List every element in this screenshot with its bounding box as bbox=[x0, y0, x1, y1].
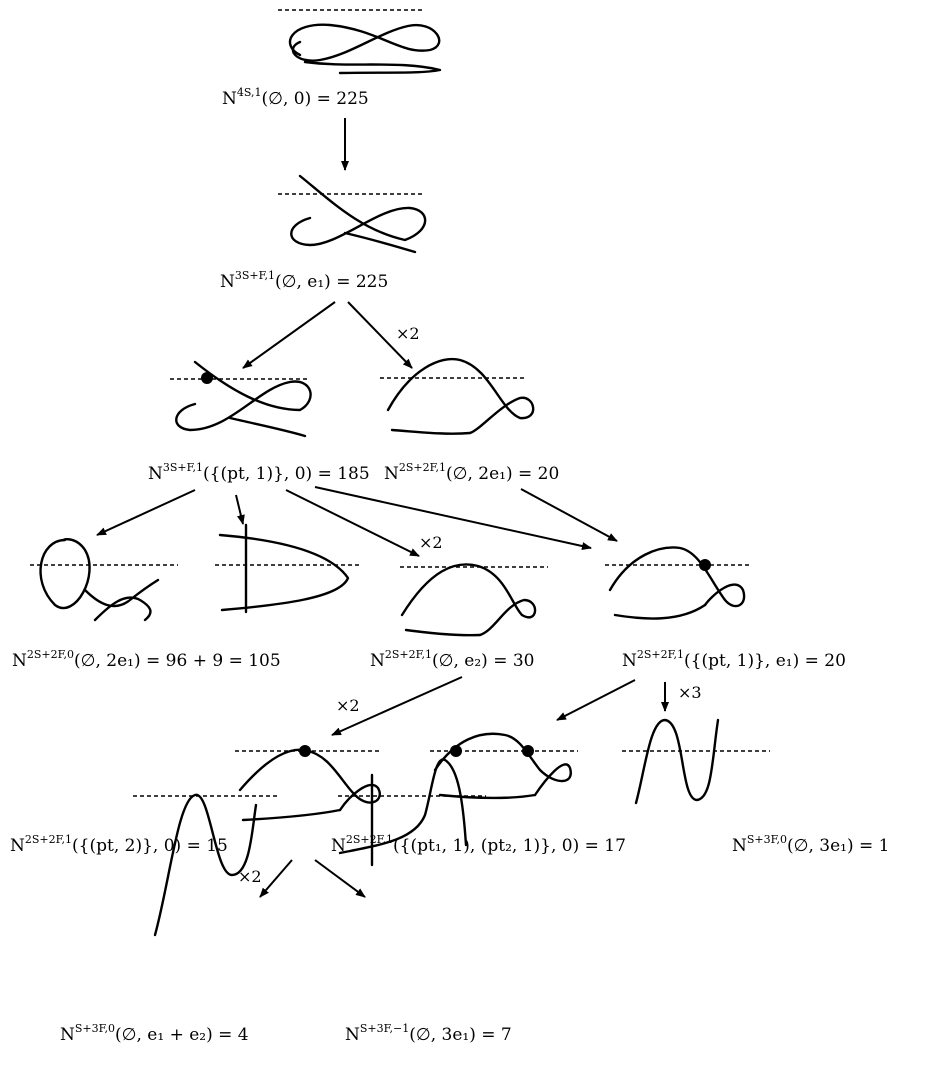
label-n3: N3S+F,1({(pt, 1)}, 0) = 185 bbox=[148, 461, 370, 484]
multiplier-n6: ×2 bbox=[419, 533, 443, 552]
multiplier-n8: ×2 bbox=[336, 696, 360, 715]
curve-n1 bbox=[278, 9, 442, 75]
marked-point bbox=[522, 745, 534, 757]
label-n7: N2S+2F,1({(pt, 1)}, e₁) = 20 bbox=[622, 648, 846, 671]
curve-n5b bbox=[215, 523, 362, 614]
multiplier-n10: ×3 bbox=[678, 683, 702, 702]
label-n4: N2S+2F,1(∅, 2e₁) = 20 bbox=[384, 461, 560, 484]
curve-n7 bbox=[605, 546, 752, 620]
curve-n9 bbox=[430, 732, 578, 800]
label-n11: NS+3F,0(∅, e₁ + e₂) = 4 bbox=[60, 1022, 249, 1045]
marked-point bbox=[201, 372, 213, 384]
label-n5: N2S+2F,0(∅, 2e₁) = 96 + 9 = 105 bbox=[12, 648, 281, 671]
marked-point bbox=[699, 559, 711, 571]
curve-n11 bbox=[133, 793, 280, 937]
curve-n5 bbox=[30, 538, 178, 622]
curve-n10 bbox=[622, 718, 770, 805]
marked-point bbox=[450, 745, 462, 757]
edges bbox=[96, 118, 669, 898]
label-n12: NS+3F,−1(∅, 3e₁) = 7 bbox=[345, 1022, 512, 1045]
curve-n12 bbox=[338, 758, 486, 867]
curve-n6 bbox=[400, 563, 548, 637]
label-n9: N2S+2F,1({(pt₁, 1), (pt₂, 1)}, 0) = 17 bbox=[331, 833, 626, 856]
curve-n2 bbox=[278, 174, 427, 254]
label-n8: N2S+2F,1({(pt, 2)}, 0) = 15 bbox=[10, 833, 228, 856]
curve-n3 bbox=[170, 360, 312, 438]
multiplier-n11: ×2 bbox=[238, 867, 262, 886]
curve-n8 bbox=[235, 745, 382, 822]
label-n2: N3S+F,1(∅, e₁) = 225 bbox=[220, 269, 389, 292]
curve-n4 bbox=[380, 357, 535, 435]
marked-point bbox=[299, 745, 311, 757]
label-n6: N2S+2F,1(∅, e₂) = 30 bbox=[370, 648, 535, 671]
label-n10: NS+3F,0(∅, 3e₁) = 1 bbox=[732, 833, 890, 856]
label-n1: N4S,1(∅, 0) = 225 bbox=[222, 86, 369, 109]
multiplier-n4: ×2 bbox=[396, 324, 420, 343]
